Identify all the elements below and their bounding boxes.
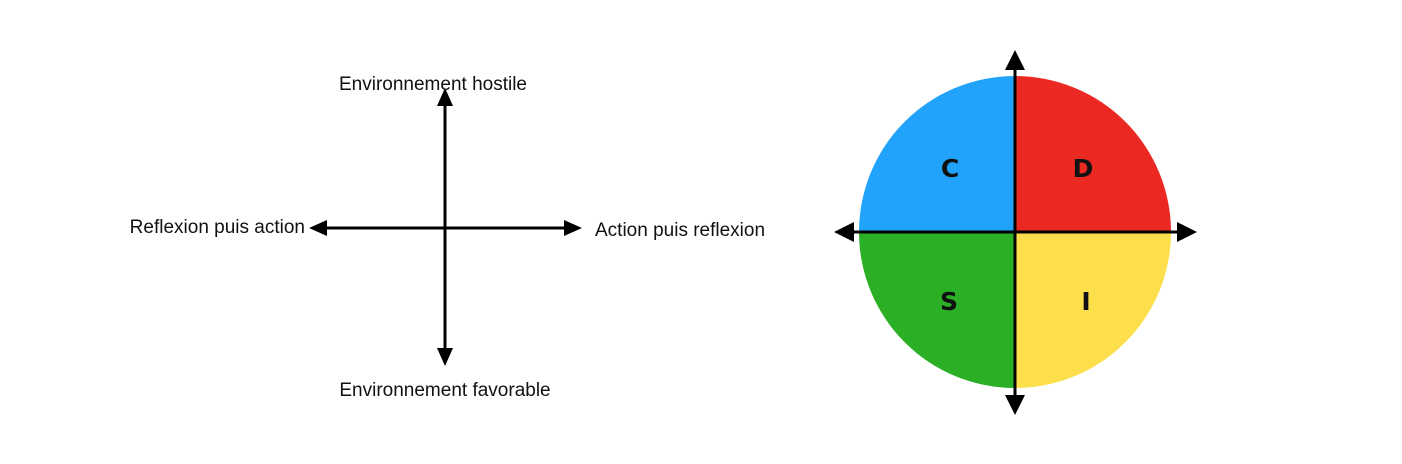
quadrant-i [1015,232,1171,388]
quadrant-c [859,76,1015,232]
disc-arrow-right-icon [1177,222,1197,242]
arrow-right-icon [564,220,582,236]
quadrant-d [1015,76,1171,232]
behavior-axes-diagram: Environnement hostile Environnement favo… [130,74,765,401]
axis-label-right: Action puis reflexion [595,220,765,241]
axis-label-left: Reflexion puis action [130,217,305,238]
arrow-left-icon [309,220,327,236]
axis-label-bottom: Environnement favorable [339,380,550,401]
quadrant-letter-d: D [1073,154,1094,183]
axis-label-top: Environnement hostile [339,74,527,95]
quadrant-letter-i: I [1081,287,1090,316]
quadrant-letter-s: S [940,287,958,316]
disc-arrow-left-icon [834,222,854,242]
disc-arrow-down-icon [1005,395,1025,415]
quadrant-letter-c: C [941,154,959,183]
arrow-down-icon [437,348,453,366]
quadrant-s [859,232,1015,388]
arrow-up-icon [437,88,453,106]
disc-circle-diagram: C D S I [834,50,1197,415]
disc-arrow-up-icon [1005,50,1025,70]
